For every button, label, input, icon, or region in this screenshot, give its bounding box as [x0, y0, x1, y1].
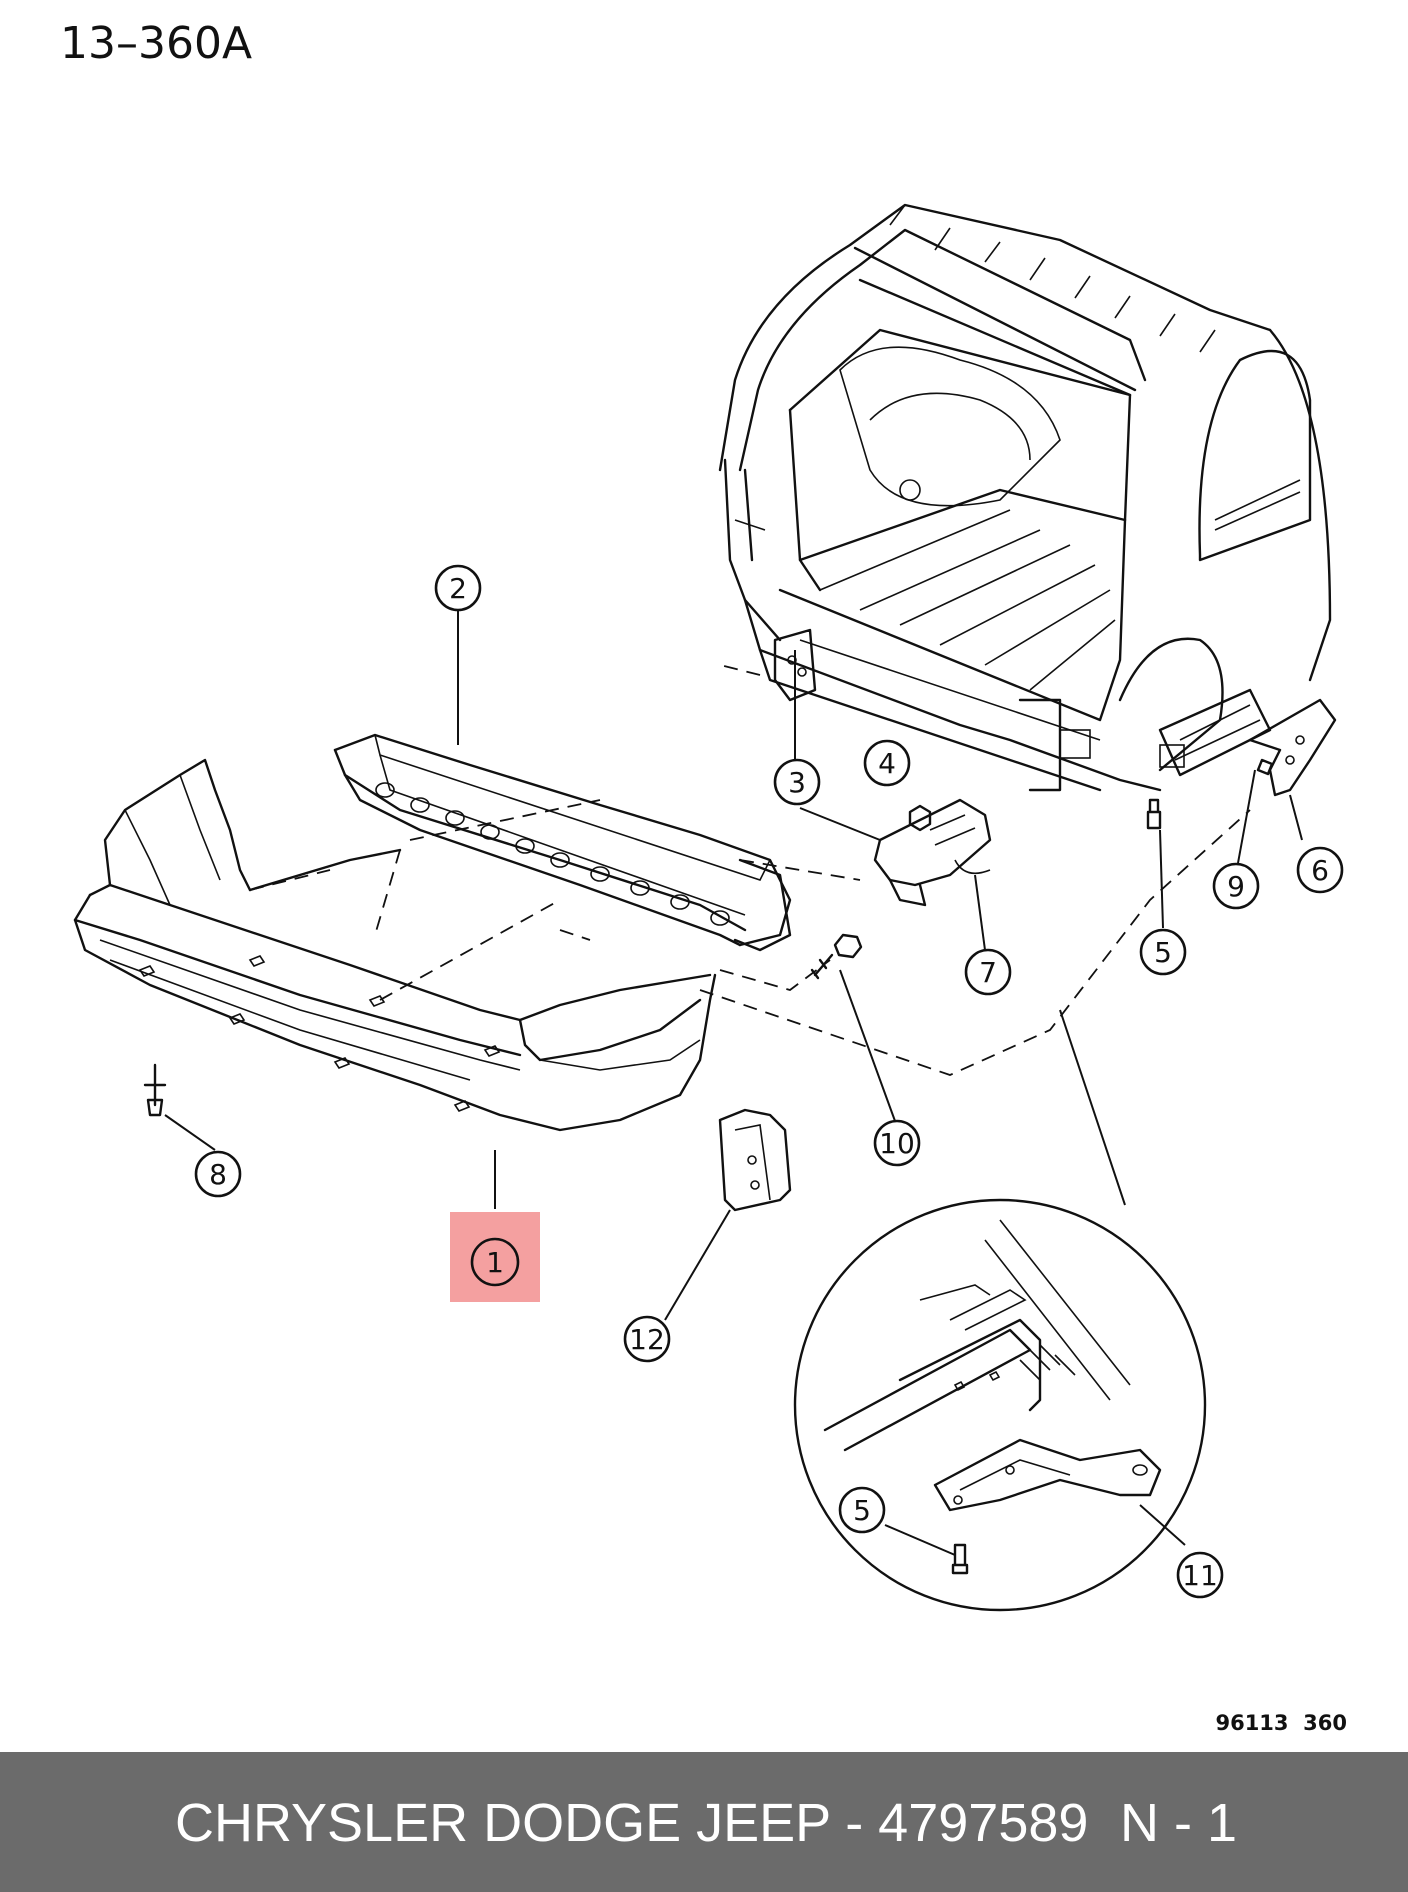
svg-text:1: 1 — [486, 1246, 504, 1279]
svg-text:2: 2 — [449, 572, 467, 605]
svg-text:12: 12 — [629, 1323, 665, 1356]
vehicle-rear-body — [718, 203, 1337, 797]
svg-text:4: 4 — [878, 747, 896, 780]
svg-text:11: 11 — [1182, 1559, 1218, 1592]
page-indicator: N - 1 — [1120, 1793, 1238, 1853]
svg-text:5: 5 — [1154, 936, 1172, 969]
svg-text:10: 10 — [879, 1127, 915, 1160]
svg-text:7: 7 — [979, 956, 997, 989]
callout-2[interactable]: 2 — [434, 564, 482, 612]
callout-8[interactable]: 8 — [194, 1150, 242, 1198]
bumper-fascia — [73, 758, 717, 1132]
svg-text:8: 8 — [209, 1158, 227, 1191]
detail-view — [793, 1009, 1207, 1612]
footer-bar: CHRYSLER DODGE JEEP - 4797589 N - 1 — [0, 1752, 1408, 1892]
bumper-reinforcement — [333, 733, 792, 952]
callout-10[interactable]: 10 — [873, 1119, 921, 1167]
leader-lines — [164, 608, 1303, 1556]
drawing-code: 96113 360 — [1215, 1711, 1347, 1735]
callout-12[interactable]: 12 — [623, 1315, 671, 1363]
highlight-box — [450, 1212, 540, 1302]
bracket-12 — [718, 1108, 792, 1212]
svg-text:6: 6 — [1311, 854, 1329, 887]
svg-text:9: 9 — [1227, 870, 1245, 903]
figure-number: 13–360A — [60, 18, 252, 69]
callout-9[interactable]: 9 — [1212, 862, 1260, 910]
svg-text:3: 3 — [788, 766, 806, 799]
callout-4[interactable]: 4 — [863, 739, 911, 787]
small-fasteners — [810, 758, 1274, 980]
callout-5[interactable]: 5 — [1139, 928, 1187, 976]
callout-1[interactable]: 1 — [470, 1237, 520, 1287]
callout-6[interactable]: 6 — [1296, 846, 1344, 894]
callout-7[interactable]: 7 — [964, 948, 1012, 996]
part-number-label: CHRYSLER DODGE JEEP - 4797589 — [175, 1793, 1089, 1853]
callout-11[interactable]: 11 — [1176, 1551, 1224, 1599]
callout-5-detail[interactable]: 5 — [838, 1486, 886, 1534]
assembly-lines — [249, 799, 1251, 1076]
callout-3[interactable]: 3 — [773, 758, 821, 806]
svg-text:5: 5 — [853, 1494, 871, 1527]
